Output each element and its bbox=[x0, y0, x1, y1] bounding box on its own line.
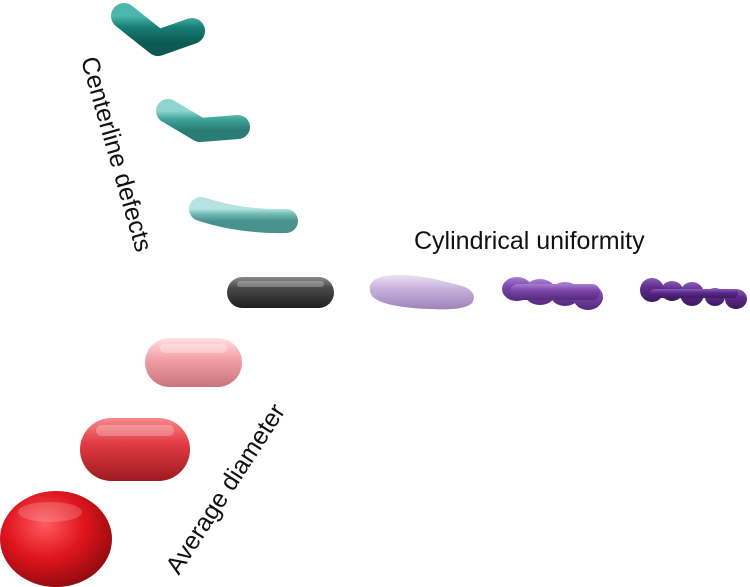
rod-diameter-medium bbox=[145, 338, 242, 387]
rod-diameter-large bbox=[80, 418, 190, 481]
rod-centerline-bent-strong bbox=[111, 3, 205, 56]
rod-diameter-large-highlight bbox=[96, 425, 174, 436]
rod-centerline-bent-medium bbox=[156, 99, 250, 142]
label-cylindrical-uniformity: Cylindrical uniformity bbox=[414, 227, 645, 255]
rod-uniformity-strong bbox=[640, 278, 747, 309]
rod-diameter-medium-highlight bbox=[160, 344, 227, 353]
rod-reference bbox=[227, 277, 334, 308]
rod-diameter-xlarge-highlight bbox=[18, 502, 82, 522]
rod-centerline-bent-slight bbox=[189, 197, 298, 234]
rod-diameter-xlarge bbox=[0, 491, 112, 587]
rod-uniformity-medium bbox=[502, 277, 603, 310]
rod-reference-highlight bbox=[237, 281, 324, 287]
rod-uniformity-slight bbox=[369, 274, 474, 310]
